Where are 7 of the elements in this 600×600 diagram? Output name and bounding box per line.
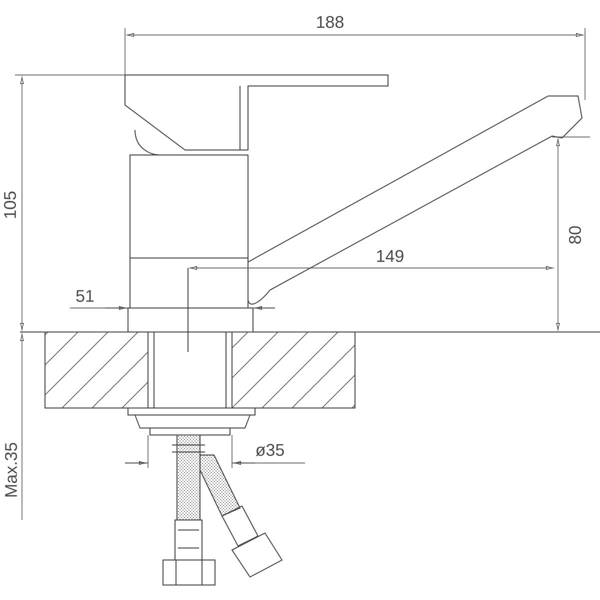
- dimension-label: ø35: [256, 444, 284, 456]
- dimension-label: 188: [317, 16, 344, 28]
- dimension-label: 105: [4, 192, 16, 218]
- dimension-label: 80: [568, 226, 582, 244]
- dimension-label: 51: [76, 290, 94, 302]
- dimension-label: 149: [377, 250, 404, 262]
- dimension-label: Max.35: [4, 442, 18, 496]
